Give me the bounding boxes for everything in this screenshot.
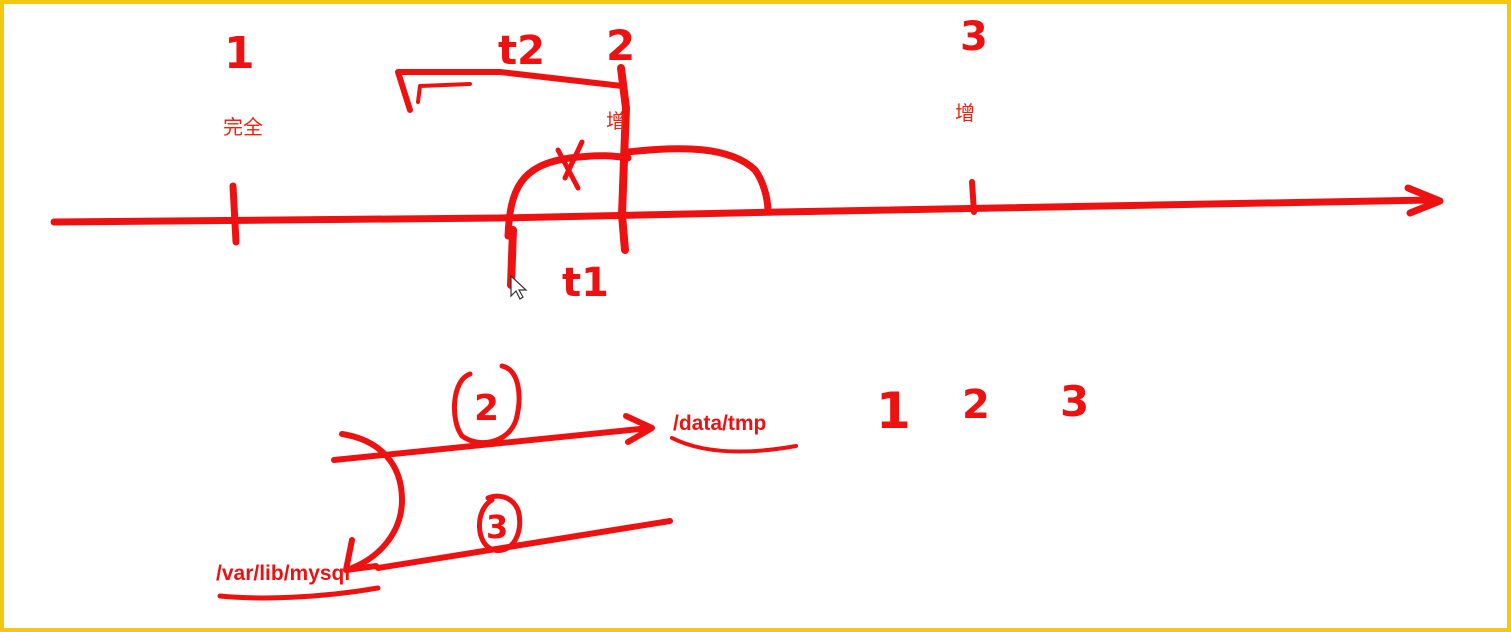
source-path-underline (217, 585, 381, 601)
curved-return-arrowhead (343, 537, 379, 573)
sequence-1: 1 (876, 382, 911, 440)
sequence-2: 2 (962, 382, 990, 428)
step-2-number: 2 (474, 388, 499, 429)
point-1-number: 1 (224, 28, 255, 79)
mouse-cursor-icon (510, 274, 528, 300)
target-path-underline (670, 436, 798, 454)
cross-mark (555, 139, 585, 191)
curved-return-arrow (339, 431, 405, 571)
target-path-label: /data/tmp (673, 412, 766, 435)
step-3-circle (477, 493, 523, 553)
arc-t1-to-point-2 (504, 152, 632, 240)
timeline-axis (50, 184, 1444, 226)
point-3-number: 3 (960, 14, 988, 60)
source-path-label: /var/lib/mysql (216, 562, 350, 585)
point-3-label: 增 (955, 101, 975, 125)
step-2-circle (451, 363, 522, 446)
t1-label: t1 (562, 260, 609, 306)
t2-label: t2 (498, 28, 545, 74)
bracket-t2 (395, 69, 625, 113)
arc-point-2-forward (624, 145, 772, 216)
point-2-label: 增 (606, 109, 626, 133)
arrow-back-line (375, 518, 673, 571)
tick-point-3 (969, 179, 977, 215)
step-3-number: 3 (486, 508, 508, 546)
sequence-3: 3 (1060, 377, 1089, 426)
tick-point-1 (229, 182, 240, 246)
bracket-t2-inner (416, 82, 472, 104)
point-2-number: 2 (606, 21, 635, 70)
point-1-label: 完全 (223, 115, 263, 139)
